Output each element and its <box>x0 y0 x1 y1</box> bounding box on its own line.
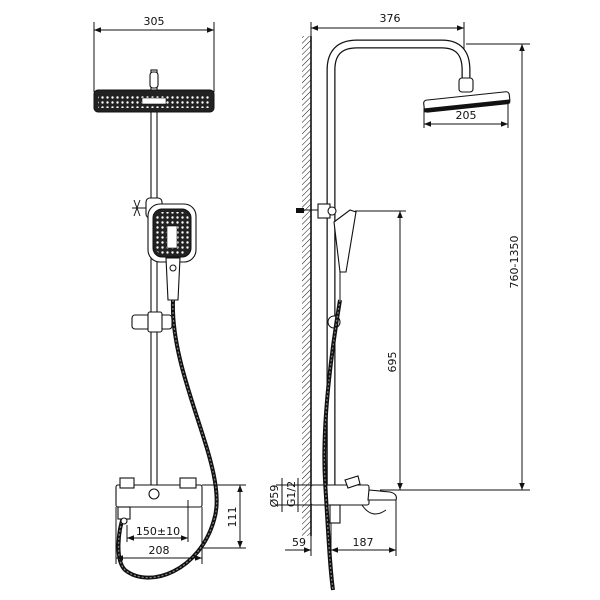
label-spout-reach: 187 <box>353 536 374 549</box>
dim-spout-diameter: Ø59 <box>268 478 311 512</box>
front-mixer <box>115 477 203 525</box>
dim-mixer-width: 208 <box>115 507 203 564</box>
side-view: 376 205 <box>268 12 530 591</box>
dim-slide-height: 695 <box>355 210 406 490</box>
front-hand-shower <box>147 203 197 301</box>
side-wall-bracket <box>296 203 337 219</box>
dim-thread: G1/2 <box>285 478 299 512</box>
label-slide-height: 695 <box>386 352 399 373</box>
front-slider-knob <box>147 311 163 333</box>
side-hose <box>322 299 342 591</box>
wall-hatch <box>302 36 311 536</box>
side-shower-head <box>423 91 511 113</box>
label-spout-diameter: Ø59 <box>268 485 281 508</box>
dim-mixer-height: 111 <box>202 484 246 549</box>
label-thread: G1/2 <box>285 481 298 507</box>
dim-spout-reach: 187 <box>331 500 397 556</box>
front-pipe-top <box>149 71 159 89</box>
label-side-reach: 376 <box>380 12 401 25</box>
label-head-size: 205 <box>456 109 477 122</box>
front-view: 305 <box>93 15 246 580</box>
label-center-distance: 150±10 <box>136 525 180 538</box>
dim-height-range: 760-1350 <box>380 43 530 491</box>
label-height-range: 760-1350 <box>508 236 521 289</box>
dim-center-distance: 150±10 <box>126 500 189 542</box>
dim-front-width: 305 <box>93 15 215 92</box>
front-shower-head <box>93 89 215 113</box>
label-wall-offset: 59 <box>292 536 306 549</box>
side-ball-joint <box>458 77 474 93</box>
side-hand-shower <box>333 209 357 300</box>
front-riser-pipe <box>150 69 158 491</box>
label-mixer-height: 111 <box>226 507 239 528</box>
label-front-width: 305 <box>144 15 165 28</box>
label-mixer-width: 208 <box>149 544 170 557</box>
dim-head-size: 205 <box>423 100 509 128</box>
side-riser-arm <box>326 39 471 490</box>
